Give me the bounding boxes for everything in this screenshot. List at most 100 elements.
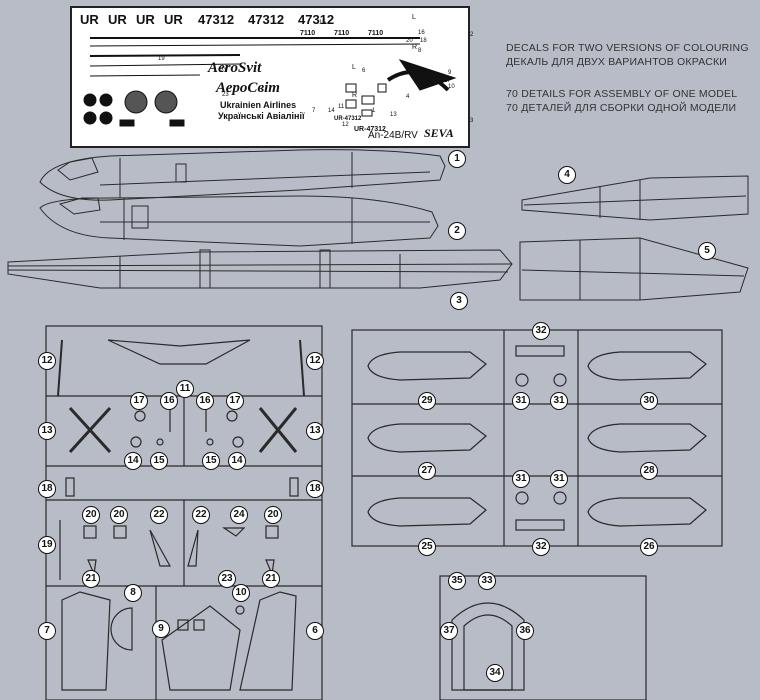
decal-number: 7 [312,108,316,114]
part-number-nacelle-25: 25 [418,538,436,556]
decal-number: 11 [338,104,345,110]
part-number-panel-32a: 32 [532,322,550,340]
decal-number: 21 [220,68,227,74]
part-number-cockpit-37: 37 [440,622,458,640]
part-number-window-36: 36 [516,622,534,640]
decal-logo-cyrillic: АероСвіт [216,80,280,96]
part-number-rod-19: 19 [38,536,56,554]
note-decals-en: DECALS FOR TWO VERSIONS OF COLOURING [506,42,749,54]
part-number-gear-20a: 20 [82,506,100,524]
part-number-tailplane: 11 [176,380,194,398]
part-number-nose-23: 23 [218,570,236,588]
part-number-nacelle-30: 30 [640,392,658,410]
part-number-leg-21a: 21 [82,570,100,588]
fuselage-right-half [39,195,439,247]
decal-serial-2: 47312 [248,12,285,27]
part-number-nacelle-27: 27 [418,462,436,480]
note-decals-ru: ДЕКАЛЬ ДЛЯ ДВУХ ВАРИАНТОВ ОКРАСКИ [506,56,728,68]
decal-artwork [83,37,457,127]
decal-number: 19 [158,56,165,62]
decal-small-reg-2: UR-47312 [334,116,362,122]
decal-number: 15 [319,20,326,26]
decal-number: 16 [418,30,425,36]
decal-reg-1: UR [80,12,99,27]
part-number-stab-top: 4 [558,166,576,184]
part-number-wheel-31d: 31 [550,470,568,488]
part-number-antenna-r: 16 [196,392,214,410]
part-number-hub-r: 15 [202,452,220,470]
stabilizer-parts [519,175,749,301]
note-details-ru: 70 ДЕТАЛЕЙ ДЛЯ СБОРКИ ОДНОЙ МОДЕЛИ [506,102,737,114]
part-number-prop-l: 13 [38,422,56,440]
sprue-frame-right [351,329,723,547]
decal-letter-1: L [412,14,416,21]
decal-number: 12 [342,122,349,128]
decal-number: 13 [390,112,397,118]
part-number-hub-l: 15 [150,452,168,470]
decal-model-code: An-24B/RV [368,130,418,141]
decal-small-1: 7110 [300,30,316,37]
part-number-fuselage-right: 2 [448,222,466,240]
note-details-en: 70 DETAILS FOR ASSEMBLY OF ONE MODEL [506,88,738,100]
decal-letter-3: L [352,64,356,71]
part-number-nacelle-29: 29 [418,392,436,410]
part-number-strake-l: 12 [38,352,56,370]
part-number-wheel-31b: 31 [550,392,568,410]
part-number-fin-left: 7 [38,622,56,640]
decal-airline-en: Ukrainien Airlines [220,100,297,110]
part-number-fin-right: 6 [306,622,324,640]
part-number-fuselage-left: 1 [448,150,466,168]
decal-number: 3 [470,118,474,124]
decal-number: 14 [328,108,335,114]
decal-small-3: 7110 [368,30,384,37]
part-number-canopy: 8 [124,584,142,602]
part-number-part-24: 24 [230,506,248,524]
decal-reg-2: UR [108,12,127,27]
part-number-gear-20c: 20 [264,506,282,524]
decal-number: 9 [448,70,452,76]
part-number-antenna-l: 16 [160,392,178,410]
part-number-strake-r: 12 [306,352,324,370]
part-number-wing: 3 [450,292,468,310]
part-number-window-33: 33 [478,572,496,590]
clear-parts-frame [439,575,647,700]
part-number-floor: 9 [152,620,170,638]
decal-number: 2 [470,32,474,38]
part-number-panel-32b: 32 [532,538,550,556]
decal-reg-3: UR [136,12,155,27]
part-number-gear-20b: 20 [110,506,128,524]
decal-airline-ua: Українські Авіалінії [218,111,305,121]
wing-part [7,249,513,289]
part-number-strut-22a: 22 [150,506,168,524]
part-number-small-10: 10 [232,584,250,602]
part-number-spinner-r: 14 [228,452,246,470]
part-number-window-34: 34 [486,664,504,682]
decal-number: 18 [420,38,427,44]
part-number-prop-r: 13 [306,422,324,440]
part-number-exhaust-r: 18 [306,480,324,498]
part-number-nacelle-26: 26 [640,538,658,556]
decal-serial-1: 47312 [198,12,235,27]
part-number-nacelle-28: 28 [640,462,658,480]
part-number-wheel-31c: 31 [512,470,530,488]
decal-letter-4: R [352,92,358,99]
decal-sheet: UR UR UR UR 47312 47312 47312 7110 7110 … [70,6,474,148]
part-number-wheel-31a: 31 [512,392,530,410]
decal-number: 8 [418,48,422,54]
decal-letter-2: R [412,44,418,51]
decal-small-2: 7110 [334,30,350,37]
decal-number: 10 [448,84,455,90]
decal-number: 4 [406,94,410,100]
decal-brand: SEVA [424,126,454,140]
part-number-leg-21b: 21 [262,570,280,588]
decal-number: 20 [406,38,413,44]
part-number-wheel-l: 17 [130,392,148,410]
part-number-window-35: 35 [448,572,466,590]
part-number-wheel-r: 17 [226,392,244,410]
decal-serial-3: 47312 [298,12,335,27]
part-number-exhaust-l: 18 [38,480,56,498]
decal-number: 6 [362,68,366,74]
decal-small-reg-1: UR-47312 [354,126,386,133]
